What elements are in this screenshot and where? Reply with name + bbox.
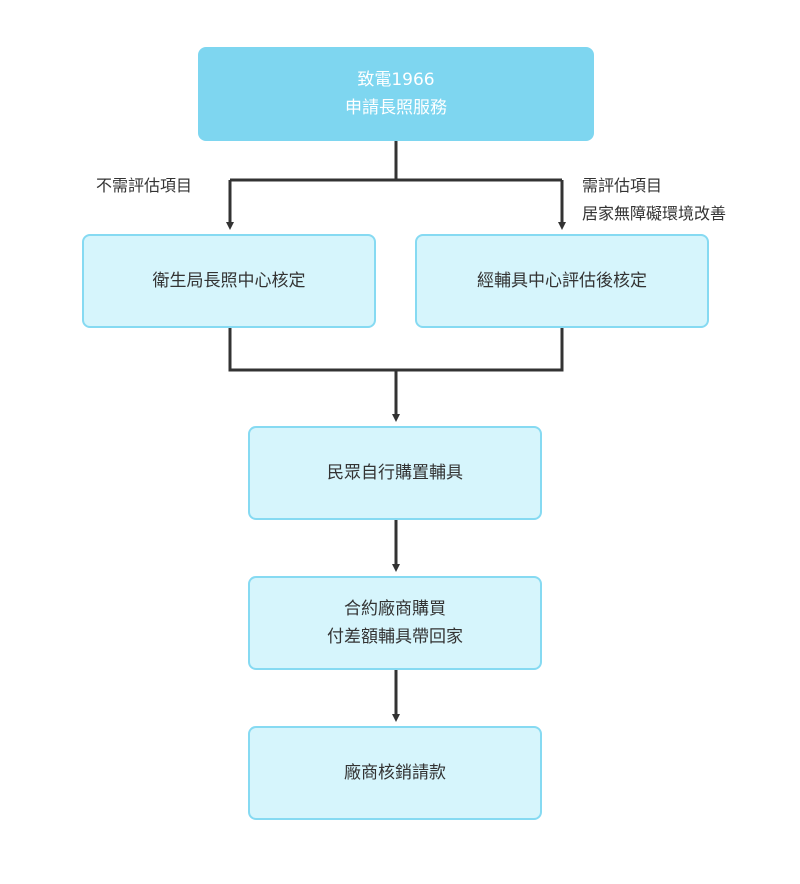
node-apply-1966-line2: 申請長照服務 xyxy=(345,98,447,118)
branch-label-assessment-required: 需評估項目 居家無障礙環境改善 xyxy=(582,172,726,228)
node-contract-vendor-line1: 合約廠商購買 xyxy=(344,599,446,619)
node-self-purchase: 民眾自行購置輔具 xyxy=(248,426,542,520)
node-health-bureau-approval: 衛生局長照中心核定 xyxy=(82,234,376,328)
branch-label-assessment-line2: 居家無障礙環境改善 xyxy=(582,204,727,223)
connector-start-split xyxy=(230,141,562,182)
node-apply-1966-line1: 致電1966 xyxy=(357,70,435,90)
node-contract-vendor: 合約廠商購買 付差額輔具帶回家 xyxy=(248,576,542,670)
branch-label-no-assessment: 不需評估項目 xyxy=(96,176,193,195)
branch-label-assessment-line1: 需評估項目 xyxy=(582,176,663,195)
node-apply-1966: 致電1966 申請長照服務 xyxy=(198,47,594,141)
node-assistive-center-approval: 經輔具中心評估後核定 xyxy=(415,234,709,328)
node-contract-vendor-line2: 付差額輔具帶回家 xyxy=(327,627,463,647)
node-vendor-claim: 廠商核銷請款 xyxy=(248,726,542,820)
